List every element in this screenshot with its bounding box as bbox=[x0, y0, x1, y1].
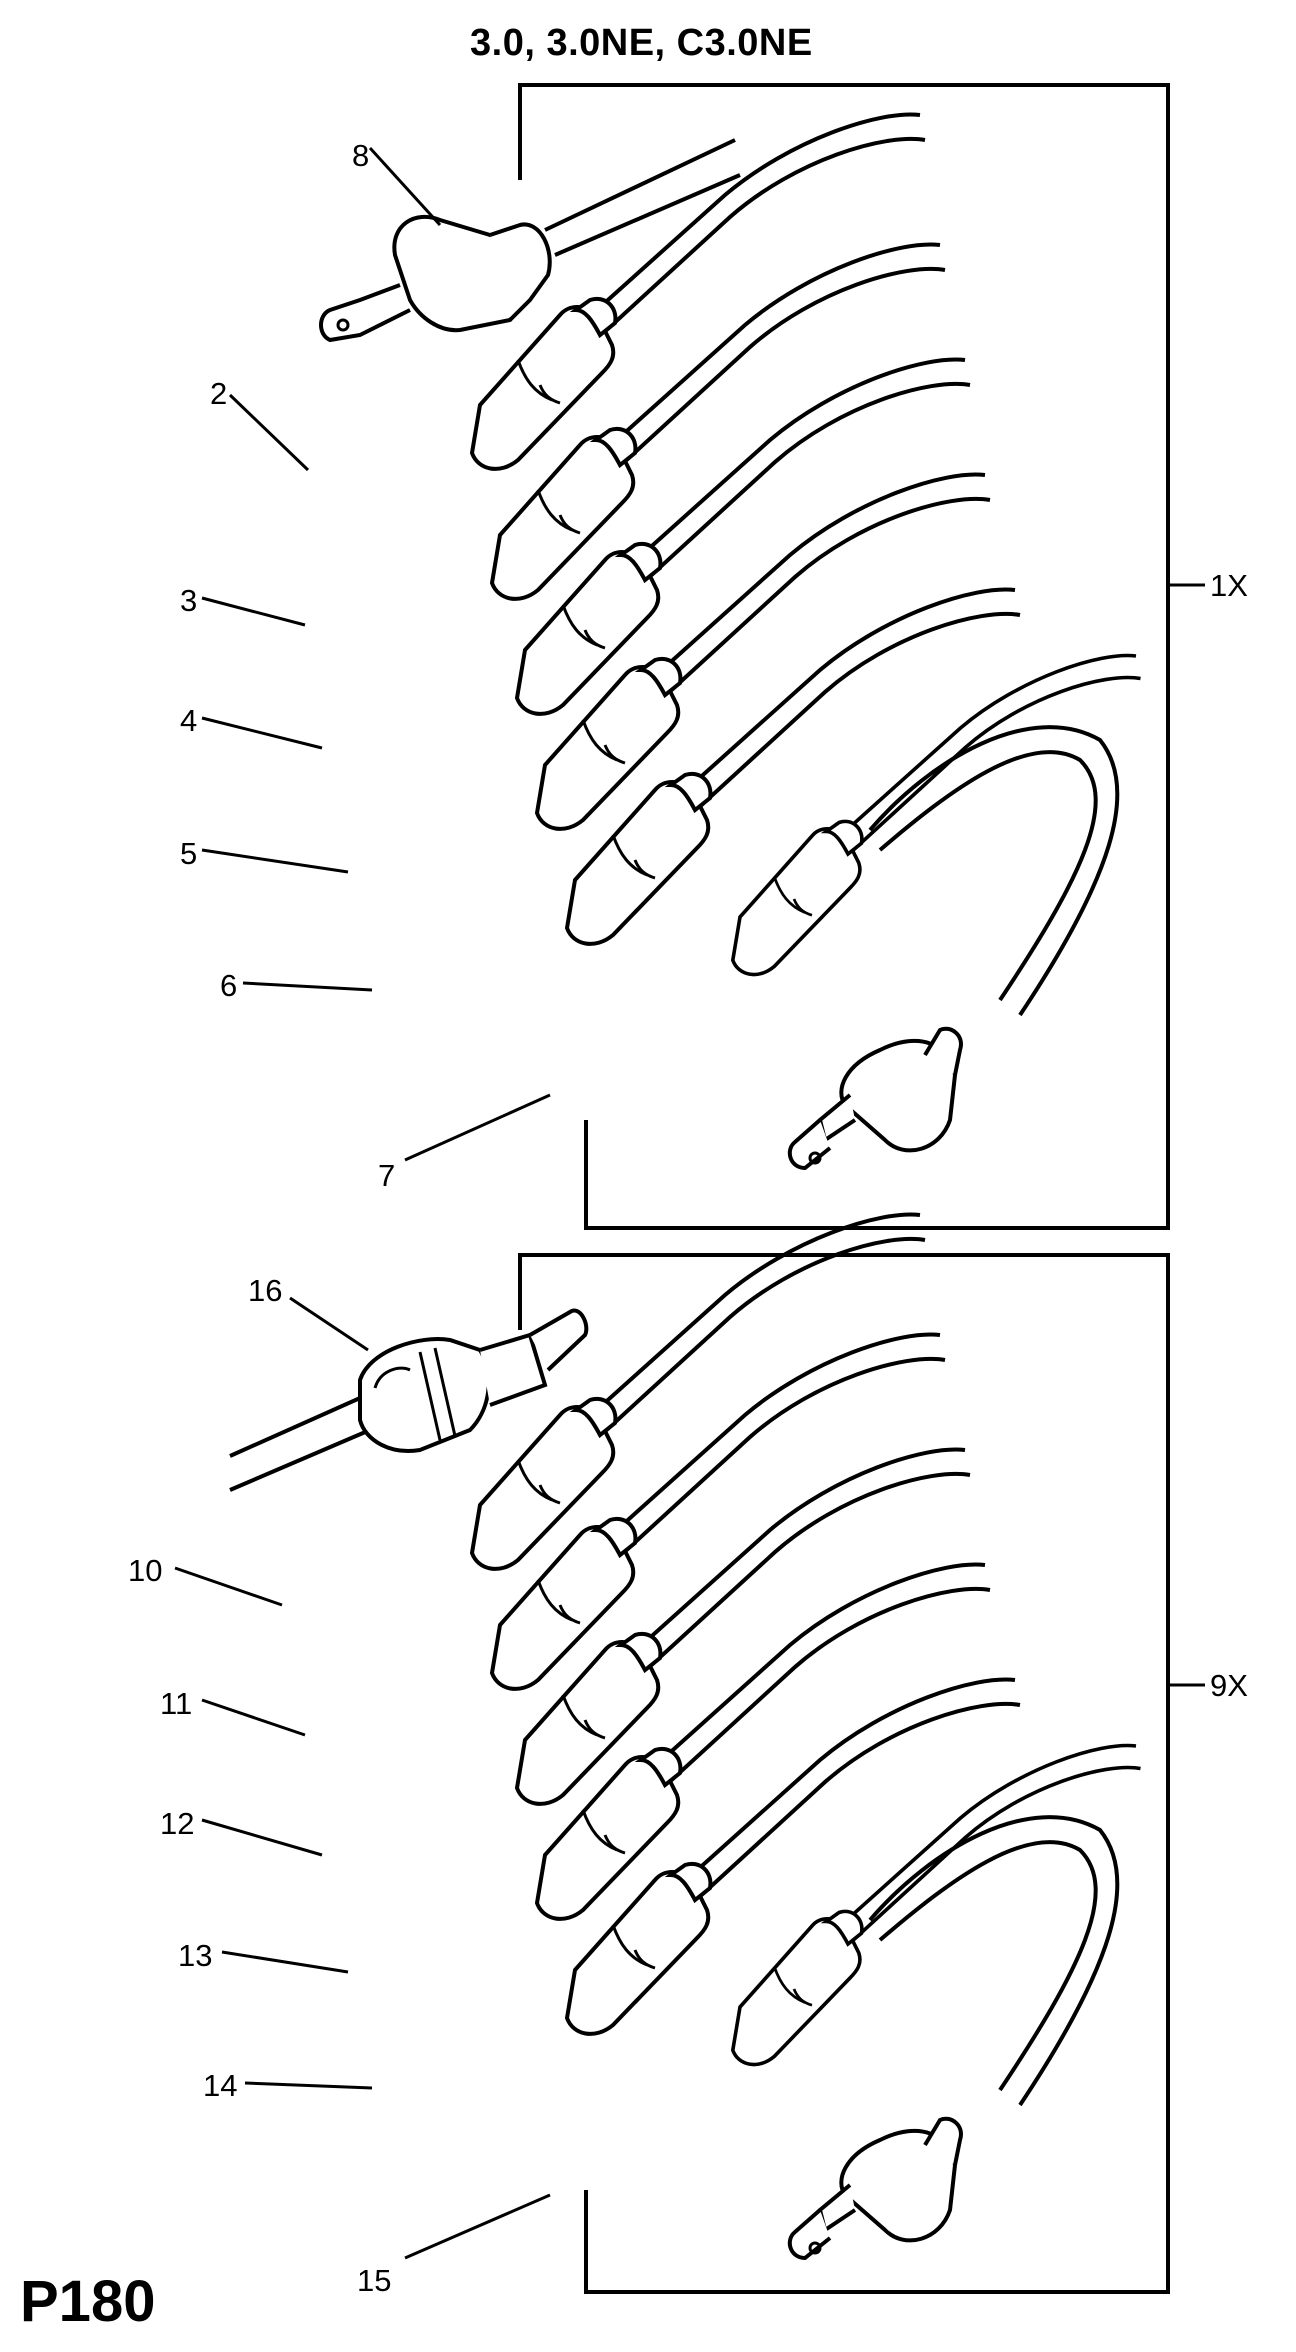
callout-4: 4 bbox=[180, 703, 198, 738]
spark-plug-lead-10 bbox=[470, 1212, 927, 1571]
callout-14: 14 bbox=[203, 2068, 238, 2103]
callout-5: 5 bbox=[180, 836, 198, 871]
callout-8: 8 bbox=[352, 138, 370, 173]
spark-plug-lead-15 bbox=[730, 1743, 1143, 2260]
spark-plug-lead-2 bbox=[470, 112, 927, 471]
callout-16: 16 bbox=[248, 1273, 283, 1308]
callout-6: 6 bbox=[220, 968, 238, 1003]
coil-connector-part-8 bbox=[319, 138, 741, 343]
callout-2: 2 bbox=[210, 376, 228, 411]
callout-13: 13 bbox=[178, 1938, 213, 1973]
page-code: P180 bbox=[20, 2269, 156, 2334]
spark-plug-lead-7 bbox=[730, 653, 1143, 1170]
diagram-title: 3.0, 3.0NE, C3.0NE bbox=[470, 22, 813, 64]
quantity-label-lower: 9X bbox=[1210, 1668, 1248, 1703]
callout-12: 12 bbox=[160, 1806, 195, 1841]
callout-3: 3 bbox=[180, 583, 198, 618]
distributor-connector-part-16 bbox=[229, 1308, 589, 1492]
callout-15: 15 bbox=[357, 2263, 392, 2298]
callout-10: 10 bbox=[128, 1553, 163, 1588]
callout-11: 11 bbox=[160, 1686, 193, 1721]
callout-7: 7 bbox=[378, 1158, 396, 1193]
quantity-label-upper: 1X bbox=[1210, 568, 1248, 603]
spark-plug-lead-3 bbox=[490, 242, 947, 601]
